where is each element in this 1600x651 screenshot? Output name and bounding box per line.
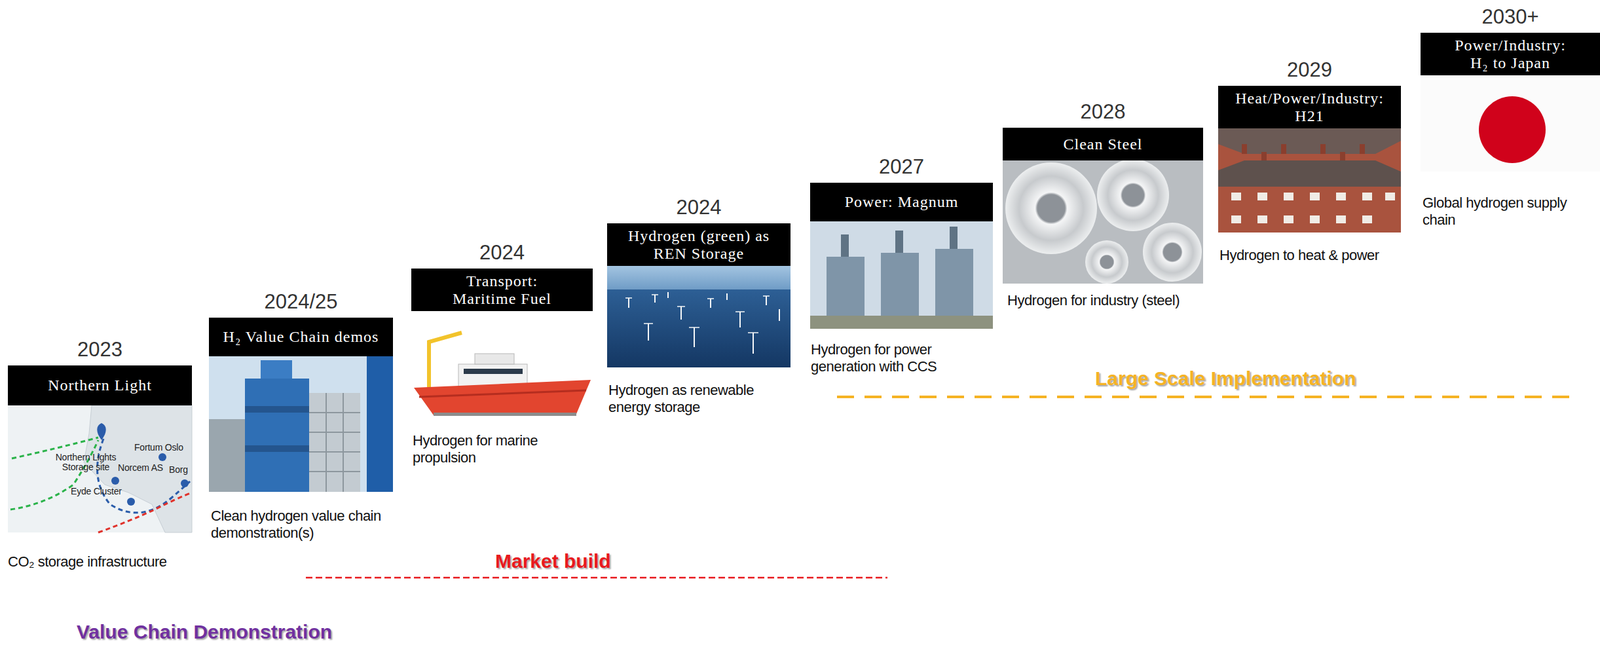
map-dot (111, 476, 120, 485)
caption: Hydrogen for marine propulsion (412, 432, 583, 467)
steel-coil (1097, 159, 1170, 232)
ship-waterline (433, 412, 577, 416)
plant-band (244, 406, 310, 413)
map-dot (158, 453, 167, 462)
milestone-title: Clean Steel (1007, 133, 1198, 155)
year-label: 2024 (385, 241, 619, 265)
plant-tower (244, 378, 310, 492)
milestone-box: 2028Clean Steel (1002, 127, 1204, 161)
year-label: 2027 (783, 155, 1020, 179)
milestone-box: 2029Heat/Power/Industry: H21 (1218, 85, 1401, 129)
milestone-box: 2024Hydrogen (green) as REN Storage (607, 223, 791, 266)
power-unit (826, 256, 865, 316)
milestone-title: Heat/Power/Industry: H21 (1222, 87, 1397, 127)
milestone-box: 2024Transport: Maritime Fuel (411, 268, 593, 312)
map-route-red (98, 492, 192, 533)
map-pin (96, 423, 107, 441)
ship-hull (413, 379, 591, 416)
plant-sky (208, 356, 393, 492)
ship-bridge (458, 364, 528, 387)
market-dash (305, 576, 888, 579)
flag-field (1420, 73, 1600, 172)
map-dot (180, 479, 189, 488)
power-stack (840, 234, 849, 257)
wind-blades (625, 294, 770, 333)
phase-label: Large Scale Implementation (1095, 367, 1356, 390)
caption: Clean hydrogen value chain demonstration… (210, 507, 408, 543)
milestone-box: 2023Northern Light (7, 365, 192, 406)
caption: Hydrogen for power generation with CCS (810, 341, 968, 376)
milestone-title: H₂ Value Chain demos (212, 326, 390, 348)
plant-tower-top (260, 360, 293, 379)
steel-coil (1005, 162, 1098, 255)
ship-picture (413, 332, 591, 416)
year-label: 2024 (580, 195, 817, 220)
map-label: Eyde Cluster (70, 486, 130, 497)
year-label: 2030+ (1394, 5, 1600, 29)
year-label: 2023 (0, 337, 219, 362)
map-label: Northern Lights Storage site (49, 452, 123, 472)
houses-bg (1218, 124, 1401, 233)
ship-windows (463, 368, 523, 374)
large-scale-dash (837, 395, 1580, 399)
map-dot (127, 497, 135, 506)
houses-windows (1231, 196, 1396, 220)
windfarm-photo (607, 263, 791, 368)
milestone-title: Northern Light (15, 374, 186, 396)
power-unit (935, 248, 974, 316)
wind-sea (607, 289, 791, 368)
steel-photo (1002, 159, 1204, 284)
map-route-green (10, 440, 99, 510)
steel-coil (1142, 222, 1202, 282)
year-label: 2024/25 (182, 290, 420, 314)
wind-sky (607, 263, 791, 290)
map-sea (7, 405, 192, 533)
powerplant-photo (810, 221, 993, 329)
milestone-title: Power: Magnum (816, 191, 987, 213)
ship-hull-stripe (419, 390, 587, 397)
flag-disc (1478, 96, 1546, 164)
year-label: 2028 (976, 100, 1230, 124)
map-label: Borg (168, 465, 192, 475)
milestone-box: 2024/25H₂ Value Chain demos (208, 317, 393, 357)
caption: Hydrogen for industry (steel) (1007, 292, 1211, 310)
caption: CO₂ storage infrastructure (7, 553, 205, 571)
ship-bridge-top (474, 353, 515, 365)
houses-chimneys (1244, 144, 1363, 161)
japan-flag (1420, 73, 1600, 172)
map-label: Fortum Oslo (134, 442, 194, 453)
power-ground (810, 315, 993, 329)
power-stack (949, 226, 958, 249)
milestone-box: 2030+Power/Industry: H₂ to Japan (1420, 32, 1600, 76)
milestone-title: Transport: Maritime Fuel (440, 270, 565, 310)
steel-coil (1085, 240, 1129, 284)
map-label: Norcem AS (117, 463, 168, 473)
year-label: 2029 (1191, 58, 1428, 82)
milestone-box: 2027Power: Magnum (810, 182, 993, 222)
plant-band (244, 445, 310, 452)
plant-photo (208, 356, 393, 492)
plant-scaffold (309, 392, 361, 492)
co2-map (7, 405, 192, 533)
wind-turbines (628, 292, 780, 354)
power-stack (895, 230, 904, 253)
plant-panel (366, 356, 393, 492)
houses-photo (1218, 124, 1401, 233)
ship-crane (428, 332, 462, 388)
caption: Hydrogen to heat & power (1219, 246, 1403, 264)
caption: Global hydrogen supply chain (1422, 194, 1587, 230)
power-unit (880, 252, 919, 316)
plant-building (208, 419, 245, 492)
power-sky (810, 221, 993, 329)
milestone-title: Hydrogen (green) as REN Storage (620, 225, 778, 264)
milestone-title: Power/Industry: H₂ to Japan (1448, 34, 1573, 74)
plant-scaffold-lines (309, 392, 361, 492)
houses-roofs (1218, 160, 1401, 187)
phase-label: Value Chain Demonstration (76, 620, 333, 644)
phase-label: Market build (495, 550, 612, 573)
caption: Hydrogen as renewable energy storage (608, 381, 779, 417)
